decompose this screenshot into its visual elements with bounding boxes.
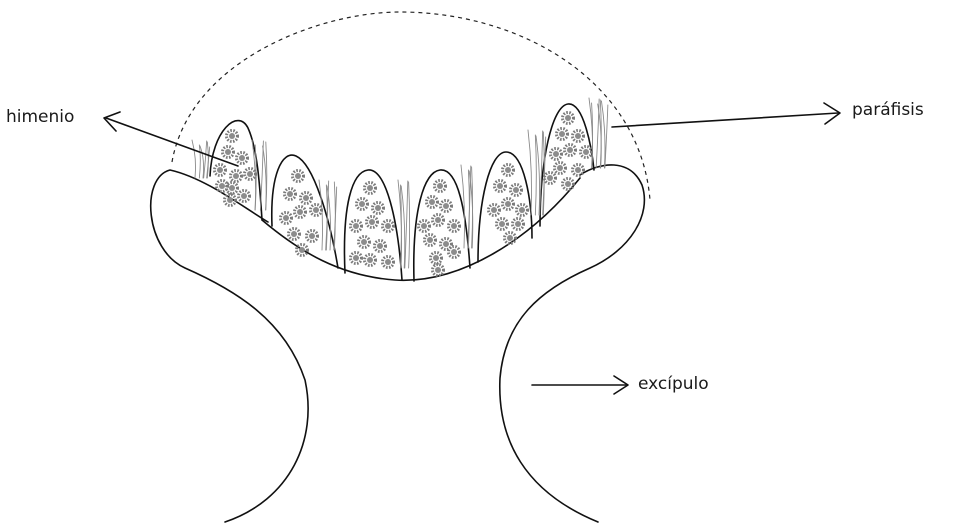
- spore: [581, 147, 592, 158]
- label-parafisis: paráfisis: [852, 100, 924, 120]
- paraphysis-hair: [605, 105, 608, 168]
- label-himenio: himenio: [6, 107, 74, 127]
- spores-group: [215, 113, 592, 276]
- spore: [365, 255, 376, 266]
- spore: [555, 163, 566, 174]
- spore: [351, 221, 362, 232]
- spore: [441, 201, 452, 212]
- paraphysis-hair: [535, 135, 536, 215]
- spore: [503, 199, 514, 210]
- spore: [563, 113, 574, 124]
- spore: [511, 185, 522, 196]
- spore: [419, 221, 430, 232]
- spore: [431, 253, 442, 264]
- spore: [289, 229, 300, 240]
- spore: [367, 217, 378, 228]
- paraphysis-hair: [405, 181, 408, 268]
- spore: [237, 153, 248, 164]
- spore: [503, 165, 514, 176]
- spore: [425, 235, 436, 246]
- spore: [245, 169, 256, 180]
- spore: [557, 129, 568, 140]
- spore: [449, 247, 460, 258]
- paraphysis-hair: [409, 182, 410, 268]
- spore: [307, 231, 318, 242]
- label-excipulo: excípulo: [638, 374, 709, 394]
- parafisis-arrow-shaft: [612, 113, 838, 127]
- spore: [573, 165, 584, 176]
- spore: [375, 241, 386, 252]
- spore: [449, 221, 460, 232]
- spore: [383, 257, 394, 268]
- spore: [357, 199, 368, 210]
- paraphysis-hair: [199, 145, 200, 178]
- spore: [227, 131, 238, 142]
- spore: [433, 265, 444, 276]
- spore: [497, 219, 508, 230]
- spore: [297, 245, 308, 256]
- spore: [505, 233, 516, 244]
- spore: [373, 203, 384, 214]
- paraphysis-hair: [260, 141, 263, 210]
- spore: [295, 207, 306, 218]
- spore: [227, 183, 238, 194]
- spore: [545, 173, 556, 184]
- paraphysis-hair: [601, 101, 605, 168]
- spore: [435, 181, 446, 192]
- spore: [223, 147, 234, 158]
- paraphysis-hair: [204, 141, 207, 178]
- spore: [427, 197, 438, 208]
- spore: [351, 253, 362, 264]
- spore: [433, 215, 444, 226]
- spore: [301, 193, 312, 204]
- spore: [573, 131, 584, 142]
- spore: [239, 191, 250, 202]
- spore: [215, 165, 226, 176]
- spore: [231, 171, 242, 182]
- spore: [551, 149, 562, 160]
- spore: [359, 237, 370, 248]
- spore: [365, 183, 376, 194]
- spore: [383, 221, 394, 232]
- paraphysis-hair: [192, 140, 196, 178]
- spore: [489, 205, 500, 216]
- spore: [311, 205, 322, 216]
- spore: [565, 145, 576, 156]
- spore: [281, 213, 292, 224]
- spore: [285, 189, 296, 200]
- spore: [563, 179, 574, 190]
- spore: [495, 181, 506, 192]
- spore: [293, 171, 304, 182]
- spore: [513, 219, 524, 230]
- spore: [517, 205, 528, 216]
